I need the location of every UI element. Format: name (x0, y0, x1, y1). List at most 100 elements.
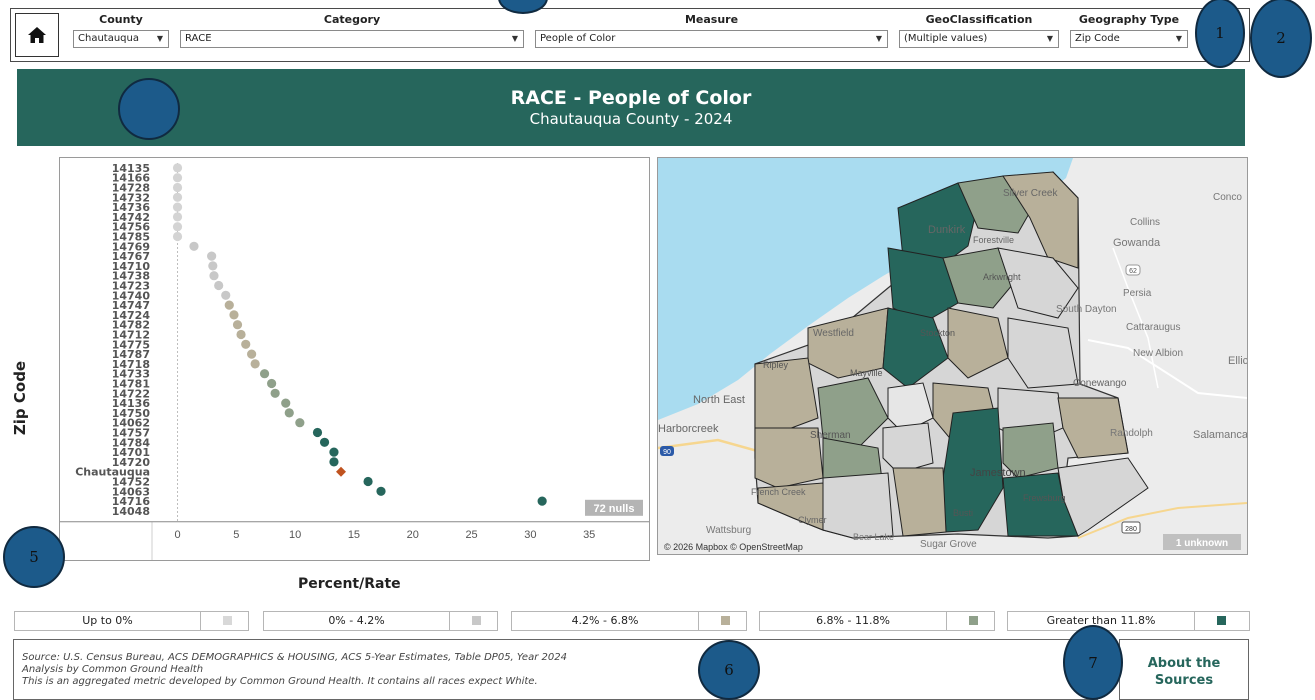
data-point[interactable] (236, 329, 246, 340)
data-point[interactable] (284, 408, 294, 418)
y-tick-label: 14740 (112, 289, 151, 302)
zip-code-map[interactable]: Silver Creek Dunkirk Forestville Collins… (658, 158, 1247, 554)
zip-region[interactable] (817, 377, 889, 449)
map-place-label: Silver Creek (1003, 188, 1058, 199)
y-tick-label: 14767 (112, 250, 150, 263)
data-point[interactable] (208, 261, 218, 271)
about-sources-button[interactable]: About the Sources (1119, 639, 1249, 700)
zip-region[interactable] (887, 247, 959, 324)
zip-region[interactable] (882, 422, 934, 474)
unknown-badge[interactable]: 1 unknown (1176, 538, 1228, 549)
data-point[interactable] (267, 378, 277, 389)
data-point[interactable] (329, 447, 339, 457)
zip-region[interactable] (754, 357, 819, 434)
category-select[interactable]: RACE ▼ (180, 30, 524, 48)
chevron-down-icon: ▼ (511, 34, 519, 43)
map-place-label: Frewsburg (1023, 493, 1066, 503)
annotation-number: 5 (29, 548, 39, 566)
legend-swatch (472, 616, 481, 625)
data-point[interactable] (232, 320, 243, 330)
data-point[interactable] (241, 339, 251, 349)
road-shield-label: 62 (1129, 268, 1137, 275)
data-point[interactable] (224, 300, 234, 310)
data-point[interactable] (172, 202, 183, 212)
map-place-label: Randolph (1110, 428, 1153, 439)
data-point[interactable] (363, 476, 373, 487)
y-tick-label: 14750 (112, 407, 151, 420)
zip-region[interactable] (942, 247, 1019, 309)
data-point[interactable] (189, 241, 199, 251)
data-point[interactable] (172, 173, 183, 183)
y-tick-label: 14718 (112, 358, 150, 371)
data-point[interactable] (329, 457, 339, 467)
data-point[interactable] (172, 231, 183, 242)
data-point[interactable] (172, 163, 183, 173)
annotation-marker (118, 78, 180, 140)
data-point[interactable] (207, 251, 217, 261)
data-point[interactable] (221, 290, 231, 300)
y-tick-label: 14757 (112, 427, 150, 440)
zip-region[interactable] (1002, 171, 1079, 269)
data-point[interactable] (250, 359, 260, 369)
map-place-label: Dunkirk (928, 224, 966, 236)
data-point[interactable] (312, 427, 323, 438)
zip-region[interactable] (757, 482, 824, 531)
zip-region[interactable] (882, 307, 949, 389)
data-point[interactable] (214, 280, 224, 291)
data-point[interactable] (209, 271, 219, 281)
data-point-county[interactable] (336, 466, 347, 477)
zip-region[interactable] (1007, 317, 1079, 389)
zip-region[interactable] (754, 427, 824, 489)
x-tick-label: 20 (407, 529, 419, 541)
data-point[interactable] (172, 212, 183, 222)
legend-swatch (1217, 616, 1226, 625)
map-attribution[interactable]: © 2026 Mapbox © OpenStreetMap (664, 542, 803, 552)
map-place-label: South Dayton (1056, 304, 1117, 315)
zip-region[interactable] (807, 307, 889, 379)
map-panel[interactable]: Silver Creek Dunkirk Forestville Collins… (657, 157, 1248, 555)
data-point[interactable] (172, 222, 183, 232)
zip-region[interactable] (1002, 422, 1059, 479)
measure-select[interactable]: People of Color ▼ (535, 30, 888, 48)
y-tick-label: 14712 (112, 329, 150, 342)
zip-region[interactable] (892, 467, 947, 537)
legend-item[interactable]: 4.2% - 6.8% (511, 611, 747, 631)
data-point[interactable] (247, 349, 257, 359)
y-tick-label: 14724 (112, 309, 151, 322)
map-road (1112, 247, 1159, 389)
zip-region[interactable] (1057, 397, 1129, 459)
data-point[interactable] (172, 192, 183, 202)
data-point[interactable] (281, 398, 291, 408)
home-button[interactable] (15, 13, 59, 57)
map-place-label: Mayville (850, 368, 883, 378)
chevron-down-icon: ▼ (1046, 34, 1054, 43)
legend-item[interactable]: Greater than 11.8% (1007, 611, 1250, 631)
data-point[interactable] (270, 388, 280, 398)
data-point[interactable] (229, 310, 239, 320)
legend-item[interactable]: Up to 0% (14, 611, 249, 631)
map-place-label: Harborcreek (658, 423, 719, 435)
data-point[interactable] (537, 496, 547, 506)
zip-region[interactable] (997, 247, 1079, 319)
data-point[interactable] (295, 418, 305, 428)
zip-region[interactable] (822, 472, 894, 539)
geoclass-select[interactable]: (Multiple values) ▼ (899, 30, 1059, 48)
zip-region[interactable] (947, 307, 1009, 379)
data-point[interactable] (259, 369, 270, 379)
legend-item[interactable]: 6.8% - 11.8% (759, 611, 995, 631)
geotype-select[interactable]: Zip Code ▼ (1070, 30, 1188, 48)
nulls-badge-bg (585, 499, 643, 516)
zip-region[interactable] (1057, 457, 1149, 537)
legend-item[interactable]: 0% - 4.2% (263, 611, 498, 631)
county-select[interactable]: Chautauqua ▼ (73, 30, 169, 48)
data-point[interactable] (376, 486, 386, 496)
y-tick-label: 14063 (112, 485, 150, 498)
data-point[interactable] (319, 437, 330, 447)
x-tick-label: 5 (233, 529, 239, 541)
data-point[interactable] (172, 182, 183, 193)
y-tick-label: 14736 (112, 201, 151, 214)
nulls-badge[interactable]: 72 nulls (594, 503, 635, 515)
x-tick-label: 35 (583, 529, 595, 541)
y-tick-label: 14742 (112, 211, 150, 224)
